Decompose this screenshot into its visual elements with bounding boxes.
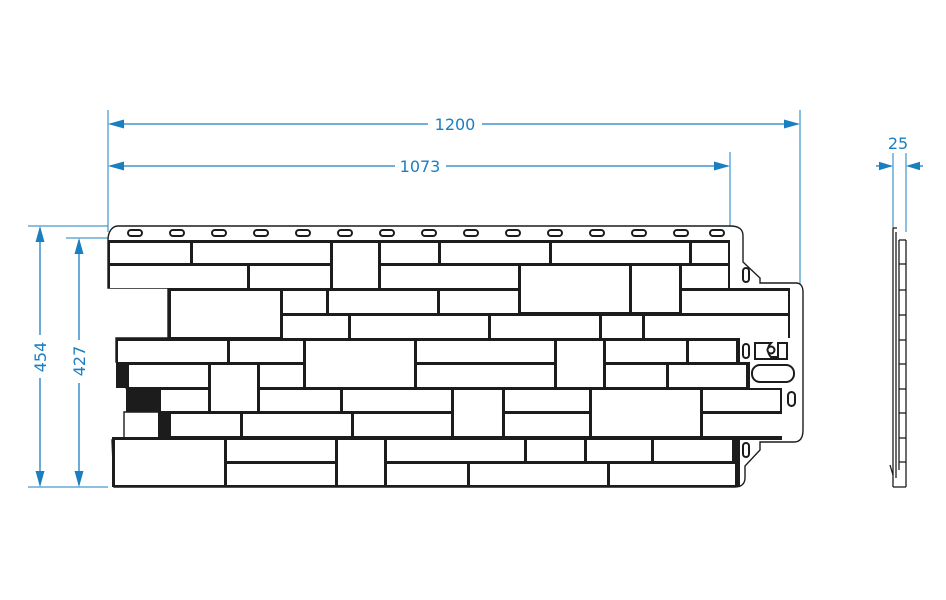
- dimension-thickness: 25: [876, 134, 923, 232]
- panel-front-view: [107, 225, 804, 488]
- dimension-total-height: 454: [28, 225, 108, 488]
- dimension-total-height-label: 454: [31, 342, 50, 373]
- nailing-slots: [127, 229, 725, 237]
- dimension-useful-height-label: 427: [70, 346, 89, 377]
- dimension-useful-height: 427: [66, 237, 108, 487]
- stone-blocks: [110, 243, 788, 485]
- dimension-total-width: 1200: [107, 110, 801, 288]
- dimension-useful-width: 1073: [108, 152, 731, 230]
- dimension-useful-width-label: 1073: [400, 157, 441, 176]
- dimension-total-width-label: 1200: [435, 115, 476, 134]
- panel-side-view: [889, 227, 907, 488]
- side-lock-features: [742, 267, 796, 458]
- dimension-thickness-label: 25: [888, 134, 908, 153]
